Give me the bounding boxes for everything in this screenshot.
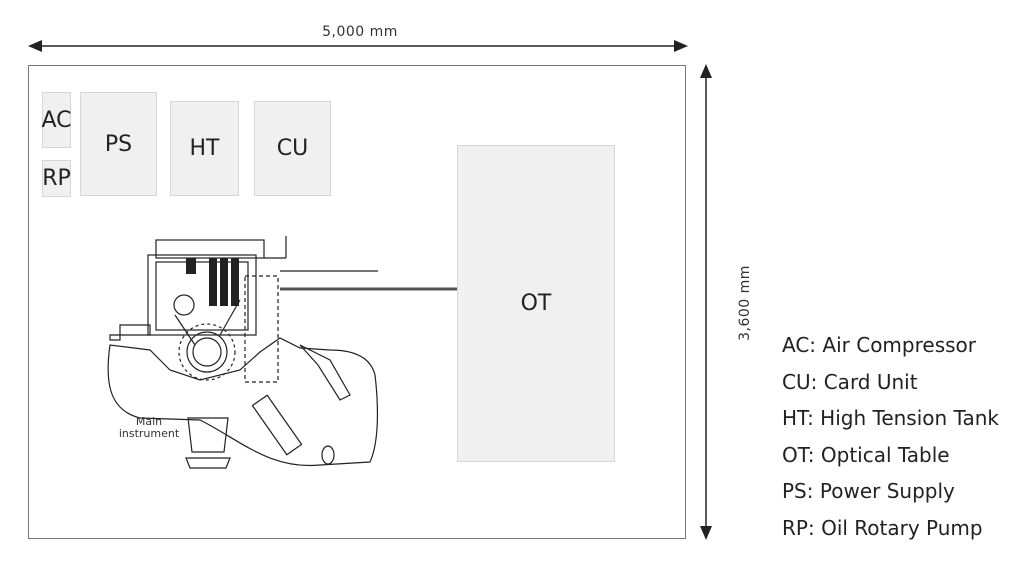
rp-box: RP — [42, 160, 71, 197]
main-instrument-label-line1: Main — [135, 415, 163, 428]
ht-box: HT — [170, 101, 239, 196]
legend-item-rp: RP: Oil Rotary Pump — [782, 515, 983, 540]
legend: AC: Air Compressor CU: Card Unit HT: Hig… — [782, 330, 1018, 549]
width-arrow-left-head — [28, 40, 42, 52]
legend-code: HT — [782, 406, 808, 430]
width-arrow-right-head — [674, 40, 688, 52]
main-instrument-label-line2: instrument — [118, 427, 180, 440]
legend-item-ht: HT: High Tension Tank — [782, 406, 999, 430]
main-instrument-label: Main instrument — [114, 416, 184, 440]
legend-code: OT — [782, 442, 808, 467]
legend-item-ot: OT: Optical Table — [782, 442, 950, 467]
height-arrow-top-head — [700, 64, 712, 78]
legend-name: Optical Table — [820, 442, 950, 467]
legend-item-cu: CU: Card Unit — [782, 369, 918, 394]
cu-box: CU — [254, 101, 331, 196]
legend-name: Oil Rotary Pump — [821, 515, 983, 540]
legend-name: Air Compressor — [822, 333, 976, 357]
legend-item-ps: PS: Power Supply — [782, 479, 955, 503]
legend-name: Card Unit — [823, 369, 918, 394]
legend-name: High Tension Tank — [820, 406, 999, 430]
legend-code: AC — [782, 333, 810, 357]
width-dimension-label: 5,000 mm — [322, 24, 398, 40]
ot-box: OT — [457, 145, 615, 462]
height-arrow-bottom-head — [700, 526, 712, 540]
legend-code: CU — [782, 369, 811, 394]
legend-name: Power Supply — [819, 479, 955, 503]
ac-box: AC — [41, 92, 72, 148]
ps-box: PS — [80, 92, 157, 196]
legend-code: PS — [782, 479, 807, 503]
legend-item-ac: AC: Air Compressor — [782, 333, 976, 357]
legend-code: RP — [782, 515, 808, 540]
